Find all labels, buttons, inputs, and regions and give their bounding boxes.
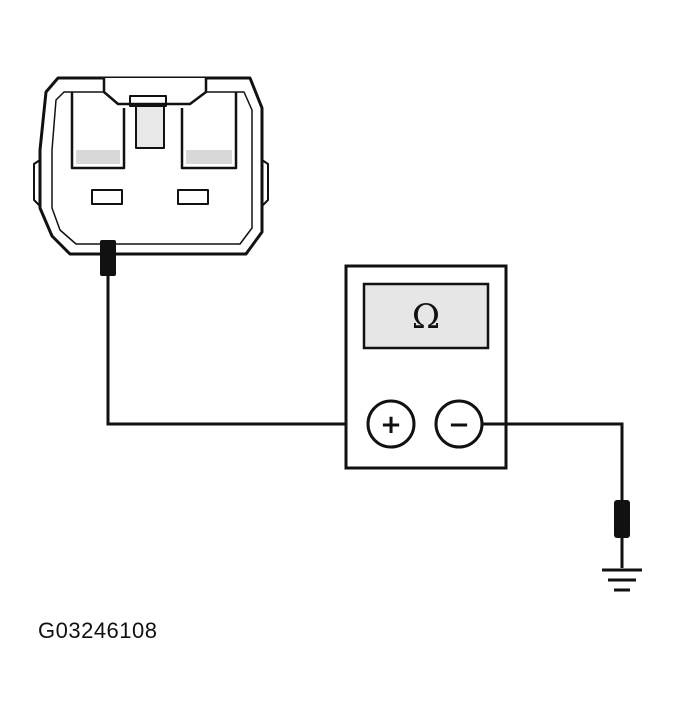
- connector-right-slot-shade: [186, 150, 232, 164]
- connector-latch-core: [135, 105, 165, 149]
- ohmmeter: Ω + −: [344, 264, 508, 470]
- connector-right-side-rib: [261, 159, 269, 207]
- connector-outline: [38, 76, 264, 256]
- ohmmeter-display: [362, 282, 490, 350]
- positive-terminal-sign: +: [380, 410, 402, 440]
- terminal-2-pin: [177, 189, 209, 205]
- connector-right-slot: [180, 92, 238, 170]
- connector: [33, 76, 269, 256]
- negative-terminal-sign: −: [448, 410, 470, 440]
- terminal-1-pin: [91, 189, 123, 205]
- ground-probe: [614, 500, 630, 538]
- negative-lead-wire: [482, 422, 624, 500]
- ohm-symbol: Ω: [412, 297, 440, 337]
- connector-left-slot: [70, 92, 126, 170]
- connector-left-slot-shade: [76, 150, 120, 164]
- ground-icon: [602, 568, 642, 592]
- positive-lead-wire: [106, 276, 368, 426]
- connector-left-side-rib: [33, 159, 41, 207]
- connector-probe: [100, 240, 116, 276]
- positive-terminal: [366, 399, 416, 449]
- connector-latch: [102, 78, 208, 106]
- connector-inner-outline: [51, 91, 253, 245]
- figure-code: G03246108: [38, 618, 158, 643]
